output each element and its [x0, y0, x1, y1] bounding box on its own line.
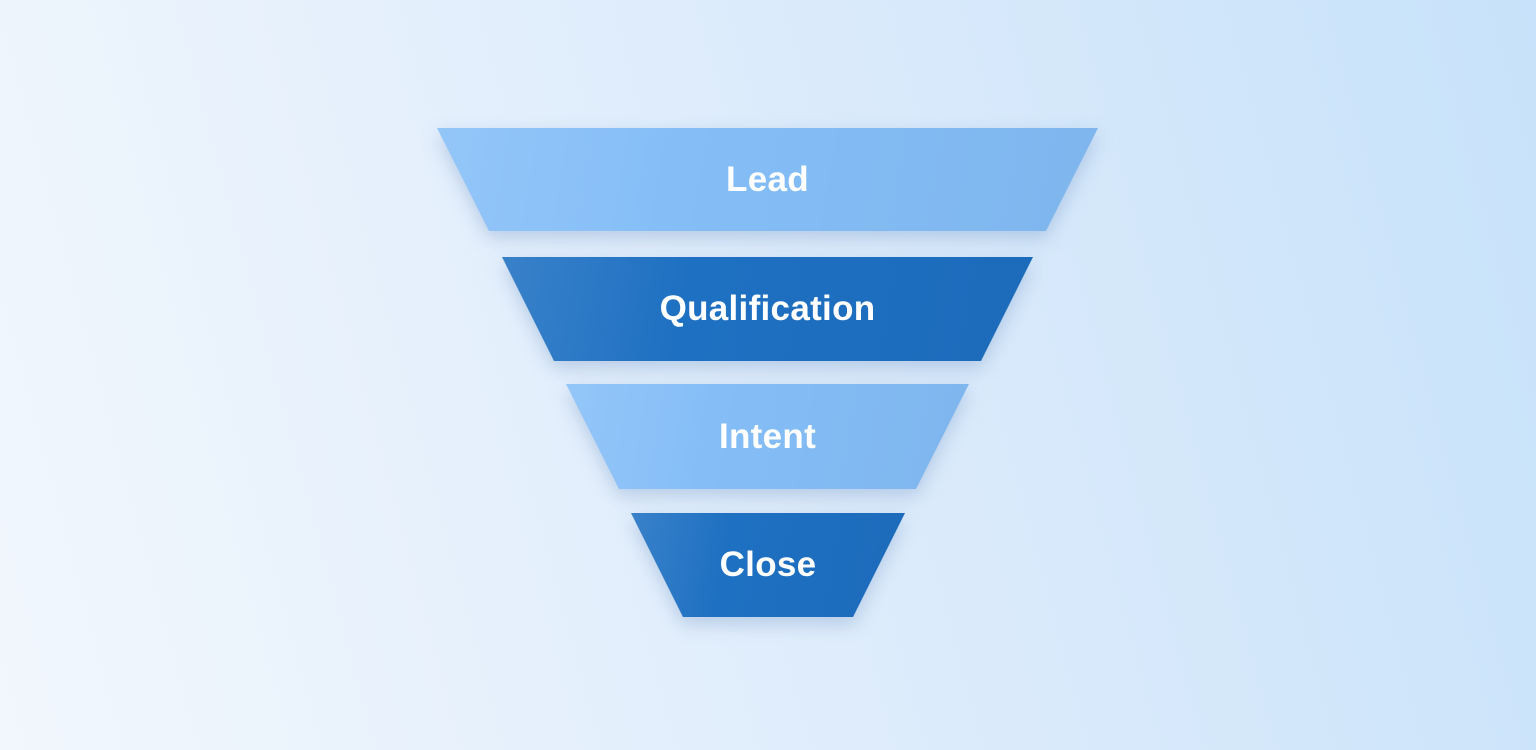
funnel-stage-intent-shape: Intent — [566, 384, 969, 489]
funnel-stage-lead: Lead — [437, 128, 1098, 231]
funnel-stage-close-label: Close — [719, 545, 817, 584]
funnel-stage-close-shape: Close — [631, 513, 905, 617]
funnel-stage-qualification-label: Qualification — [659, 289, 876, 328]
funnel-stage-qualification: Qualification — [502, 257, 1033, 361]
funnel-stage-intent-label: Intent — [718, 416, 817, 456]
funnel-stage-intent: Intent — [566, 384, 969, 489]
funnel-stage-lead-label: Lead — [726, 159, 809, 199]
funnel-stage-lead-shape: Lead — [437, 128, 1098, 231]
funnel-stage-qualification-shape: Qualification — [502, 257, 1033, 361]
funnel-stage-close: Close — [631, 513, 905, 617]
